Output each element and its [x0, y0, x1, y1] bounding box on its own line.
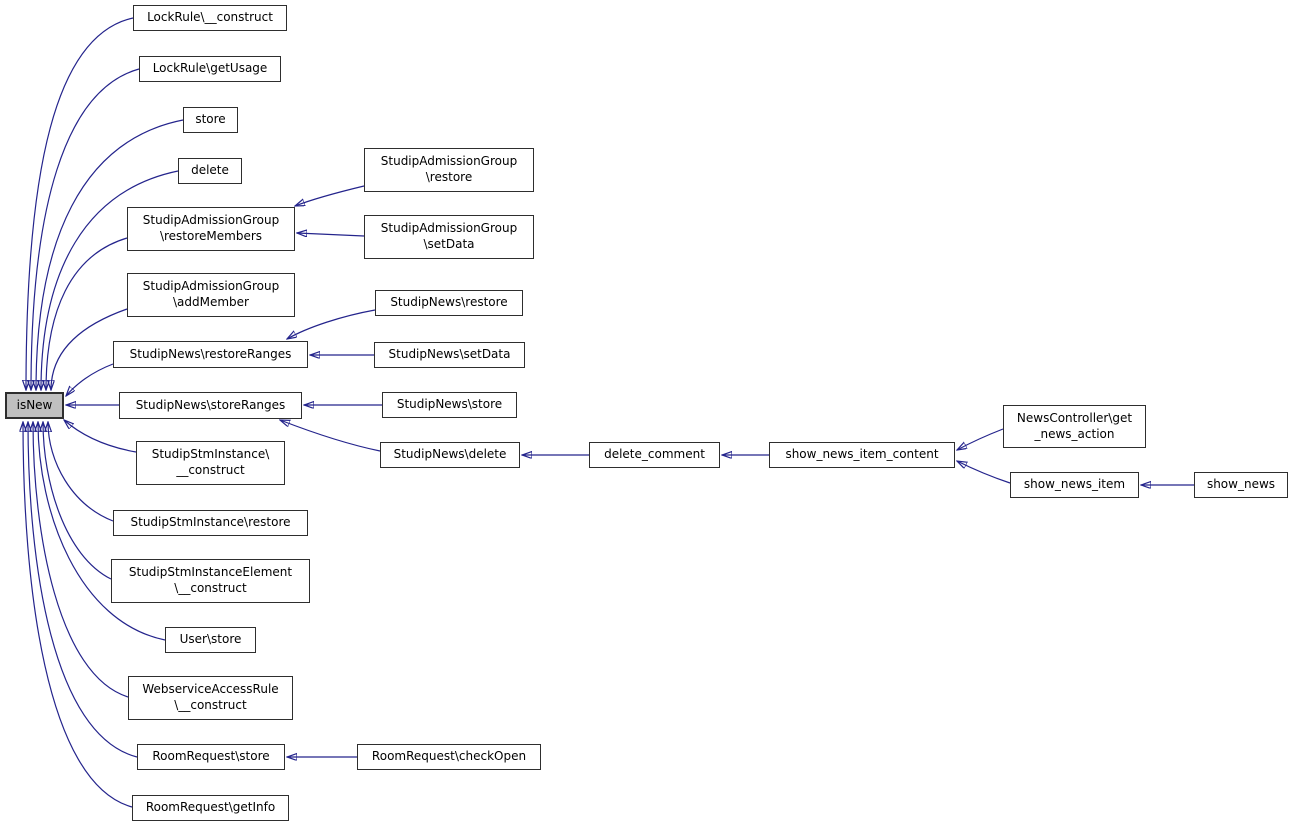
node-sag-addmember[interactable]: StudipAdmissionGroup \addMember	[127, 273, 295, 317]
node-lockrule-getusage[interactable]: LockRule\getUsage	[139, 56, 281, 82]
edge-show-news-item-to-show-news-item-content	[957, 461, 1011, 484]
edge-sag-setdata-to-sag-restoremembers	[297, 233, 365, 236]
node-sag-restore[interactable]: StudipAdmissionGroup \restore	[364, 148, 534, 192]
node-ssie-construct[interactable]: StudipStmInstanceElement \__construct	[111, 559, 310, 603]
node-lockrule-construct[interactable]: LockRule\__construct	[133, 5, 287, 31]
edge-rr-store-to-isnew	[28, 422, 138, 758]
edge-sag-restoremembers-to-isnew	[46, 237, 128, 390]
edge-newscontroller-to-show-news-item-content	[957, 428, 1004, 450]
node-rr-store[interactable]: RoomRequest\store	[137, 744, 285, 770]
edge-sag-addmember-to-isnew	[51, 308, 128, 390]
edge-sag-restore-to-sag-restoremembers	[295, 185, 365, 206]
node-isnew-focus: isNew	[5, 392, 64, 419]
node-ssi-construct[interactable]: StudipStmInstance\ __construct	[136, 441, 285, 485]
node-delete-comment[interactable]: delete_comment	[589, 442, 720, 468]
node-delete[interactable]: delete	[178, 158, 242, 184]
edge-user-store-to-isnew	[38, 422, 166, 641]
edge-ssi-restore-to-isnew	[48, 422, 114, 522]
edge-lockrule-getusage-to-isnew	[31, 68, 140, 390]
edge-sn-delete-to-sn-storeranges	[280, 420, 381, 452]
edge-rr-getinfo-to-isnew	[23, 422, 133, 808]
node-sn-storeranges[interactable]: StudipNews\storeRanges	[119, 392, 302, 419]
edge-lockrule-construct-to-isnew	[26, 17, 134, 390]
node-sn-store[interactable]: StudipNews\store	[382, 392, 517, 418]
edge-ssie-construct-to-isnew	[43, 422, 112, 580]
node-ssi-restore[interactable]: StudipStmInstance\restore	[113, 510, 308, 536]
node-war-construct[interactable]: WebserviceAccessRule \__construct	[128, 676, 293, 720]
node-store[interactable]: store	[183, 107, 238, 133]
node-newscontroller-get-news-action[interactable]: NewsController\get _news_action	[1003, 405, 1146, 448]
node-sag-restoremembers[interactable]: StudipAdmissionGroup \restoreMembers	[127, 207, 295, 251]
node-show-news-item-content[interactable]: show_news_item_content	[769, 442, 955, 468]
node-show-news-item[interactable]: show_news_item	[1010, 472, 1139, 498]
node-sn-restore[interactable]: StudipNews\restore	[375, 290, 523, 316]
node-user-store[interactable]: User\store	[165, 627, 256, 653]
edge-sn-restoreranges-to-isnew	[66, 363, 114, 396]
edge-store-to-isnew	[36, 119, 184, 390]
edge-sn-restore-to-sn-restoreranges	[287, 309, 376, 339]
node-sn-setdata[interactable]: StudipNews\setData	[374, 342, 525, 368]
node-sn-restoreranges[interactable]: StudipNews\restoreRanges	[113, 341, 308, 368]
node-sag-setdata[interactable]: StudipAdmissionGroup \setData	[364, 215, 534, 259]
edge-delete-to-isnew	[41, 170, 179, 390]
edge-war-construct-to-isnew	[33, 422, 129, 698]
node-rr-checkopen[interactable]: RoomRequest\checkOpen	[357, 744, 541, 770]
node-show-news[interactable]: show_news	[1194, 472, 1288, 498]
node-sn-delete[interactable]: StudipNews\delete	[380, 442, 520, 468]
node-rr-getinfo[interactable]: RoomRequest\getInfo	[132, 795, 289, 821]
edge-ssi-construct-to-isnew	[64, 420, 137, 453]
